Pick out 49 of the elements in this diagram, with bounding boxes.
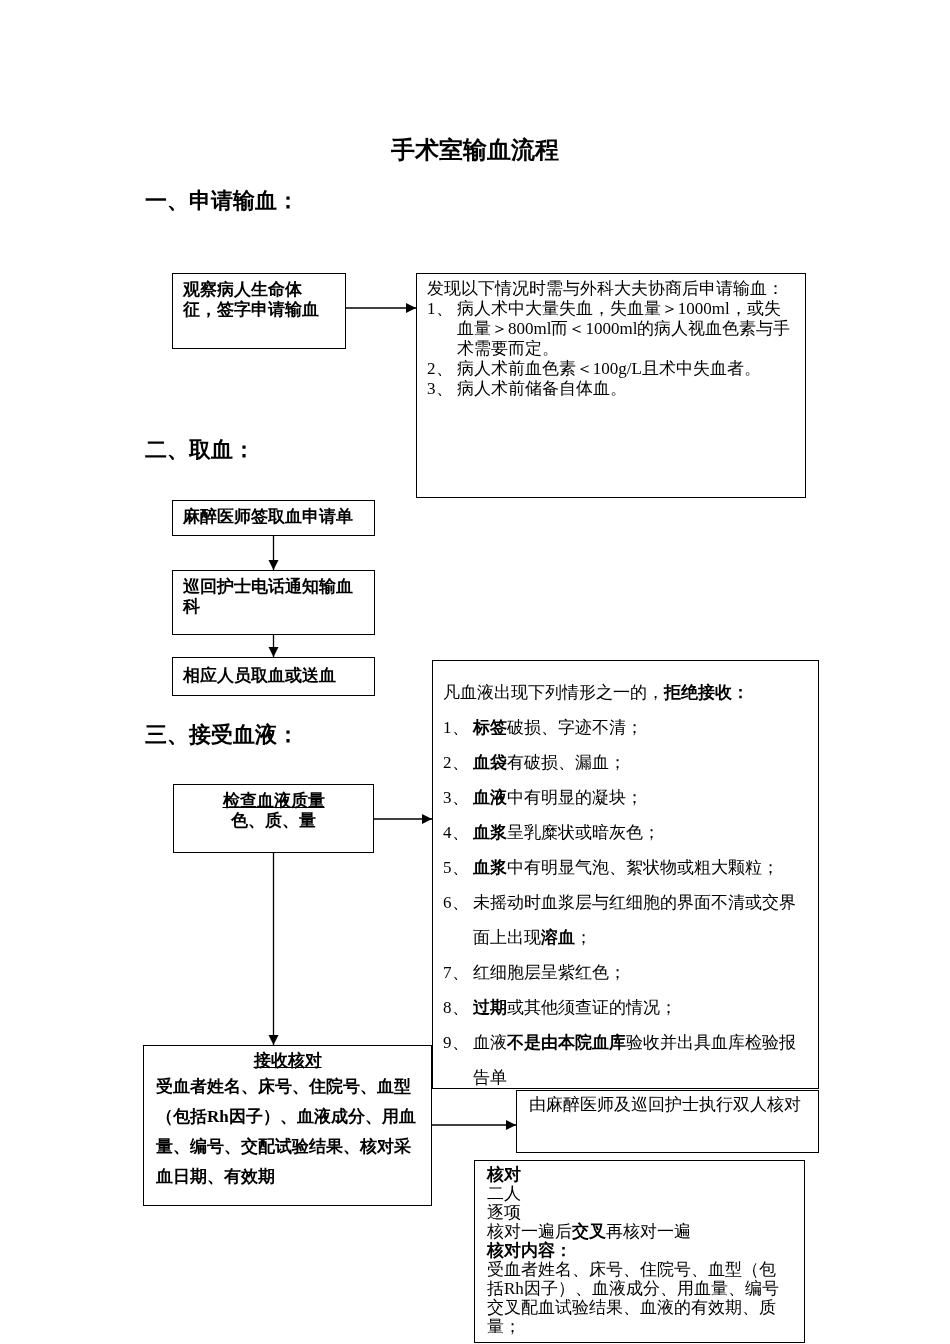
box-text: 发现以下情况时需与外科大夫协商后申请输血：	[427, 279, 785, 299]
box-text: 二人	[487, 1184, 522, 1203]
box-text: 核对内容：	[487, 1241, 573, 1260]
box-text: 麻醉医师签取血申请单	[183, 507, 354, 527]
arrow	[345, 302, 417, 314]
box-text: 相应人员取血或送血	[183, 666, 337, 686]
arrow	[268, 634, 279, 658]
box-text: 核对	[487, 1165, 522, 1184]
box-text: 核对一遍后交叉再核对一遍	[487, 1222, 692, 1241]
process-box	[516, 1090, 819, 1153]
box-text: 8、 过期或其他须查证的情况；	[443, 997, 678, 1019]
title: 手术室输血流程	[391, 137, 559, 163]
box-text: 由麻醉医师及巡回护士执行双人核对	[529, 1095, 802, 1115]
box-text: 3、 血液中有明显的凝块；	[443, 787, 644, 809]
box-text: 4、 血浆呈乳糜状或暗灰色；	[443, 822, 661, 844]
section-heading: 一、申请输血：	[145, 187, 299, 215]
process-box	[172, 657, 375, 696]
box-text: 受血者姓名、床号、住院号、血型（包括Rh因子）、血液成分、用血量、编号交叉配血试验结果、血液的有效期、质量；	[487, 1260, 780, 1336]
note-box	[416, 273, 806, 498]
box-text: 受血者姓名、床号、住院号、血型（包括Rh因子）、血液成分、用血量、编号、交配试验结果、核对采血日期、有效期	[156, 1076, 417, 1188]
box-text: 9、 血液不是由本院血库验收并出具血库检验报告单	[443, 1032, 797, 1089]
box-text: 接收核对	[252, 1050, 323, 1072]
arrow	[268, 852, 279, 1046]
section-heading: 二、取血：	[145, 436, 255, 464]
box-text: 1、 病人术中大量失血，失血量＞1000ml，或失血量＞800ml而＜1000ml的病人视血色素与手术需要而定。	[427, 299, 792, 359]
arrow	[373, 813, 433, 825]
box-text: 7、 红细胞层呈紫红色；	[443, 962, 627, 984]
note-box	[474, 1160, 805, 1343]
note-box	[432, 660, 819, 1089]
process-box	[172, 570, 375, 635]
box-text: 5、 血浆中有明显气泡、絮状物或粗大颗粒；	[443, 857, 780, 879]
box-text: 3、 病人术前储备自体血。	[427, 379, 628, 399]
process-box	[172, 500, 375, 536]
box-text: 巡回护士电话通知输血科	[183, 577, 354, 617]
box-text: 6、 未摇动时血浆层与红细胞的界面不清或交界面上出现溶血；	[443, 892, 797, 949]
process-box	[143, 1045, 432, 1206]
process-box	[173, 784, 374, 853]
box-text: 1、 标签破损、字迹不清；	[443, 717, 644, 739]
box-text: 凡血液出现下列情形之一的，拒绝接收：	[443, 682, 750, 704]
arrow	[268, 535, 279, 571]
box-text: 色、质、量	[230, 811, 317, 831]
box-text: 观察病人生命体征，签字申请输血	[183, 280, 320, 320]
box-text: 2、 病人术前血色素＜100g/L且术中失血者。	[427, 359, 762, 379]
arrow	[431, 1119, 517, 1131]
box-text: 2、 血袋有破损、漏血；	[443, 752, 627, 774]
process-box	[172, 273, 346, 349]
box-text: 逐项	[487, 1203, 522, 1222]
box-text: 检查血液质量	[221, 791, 326, 811]
section-heading: 三、接受血液：	[145, 721, 299, 749]
